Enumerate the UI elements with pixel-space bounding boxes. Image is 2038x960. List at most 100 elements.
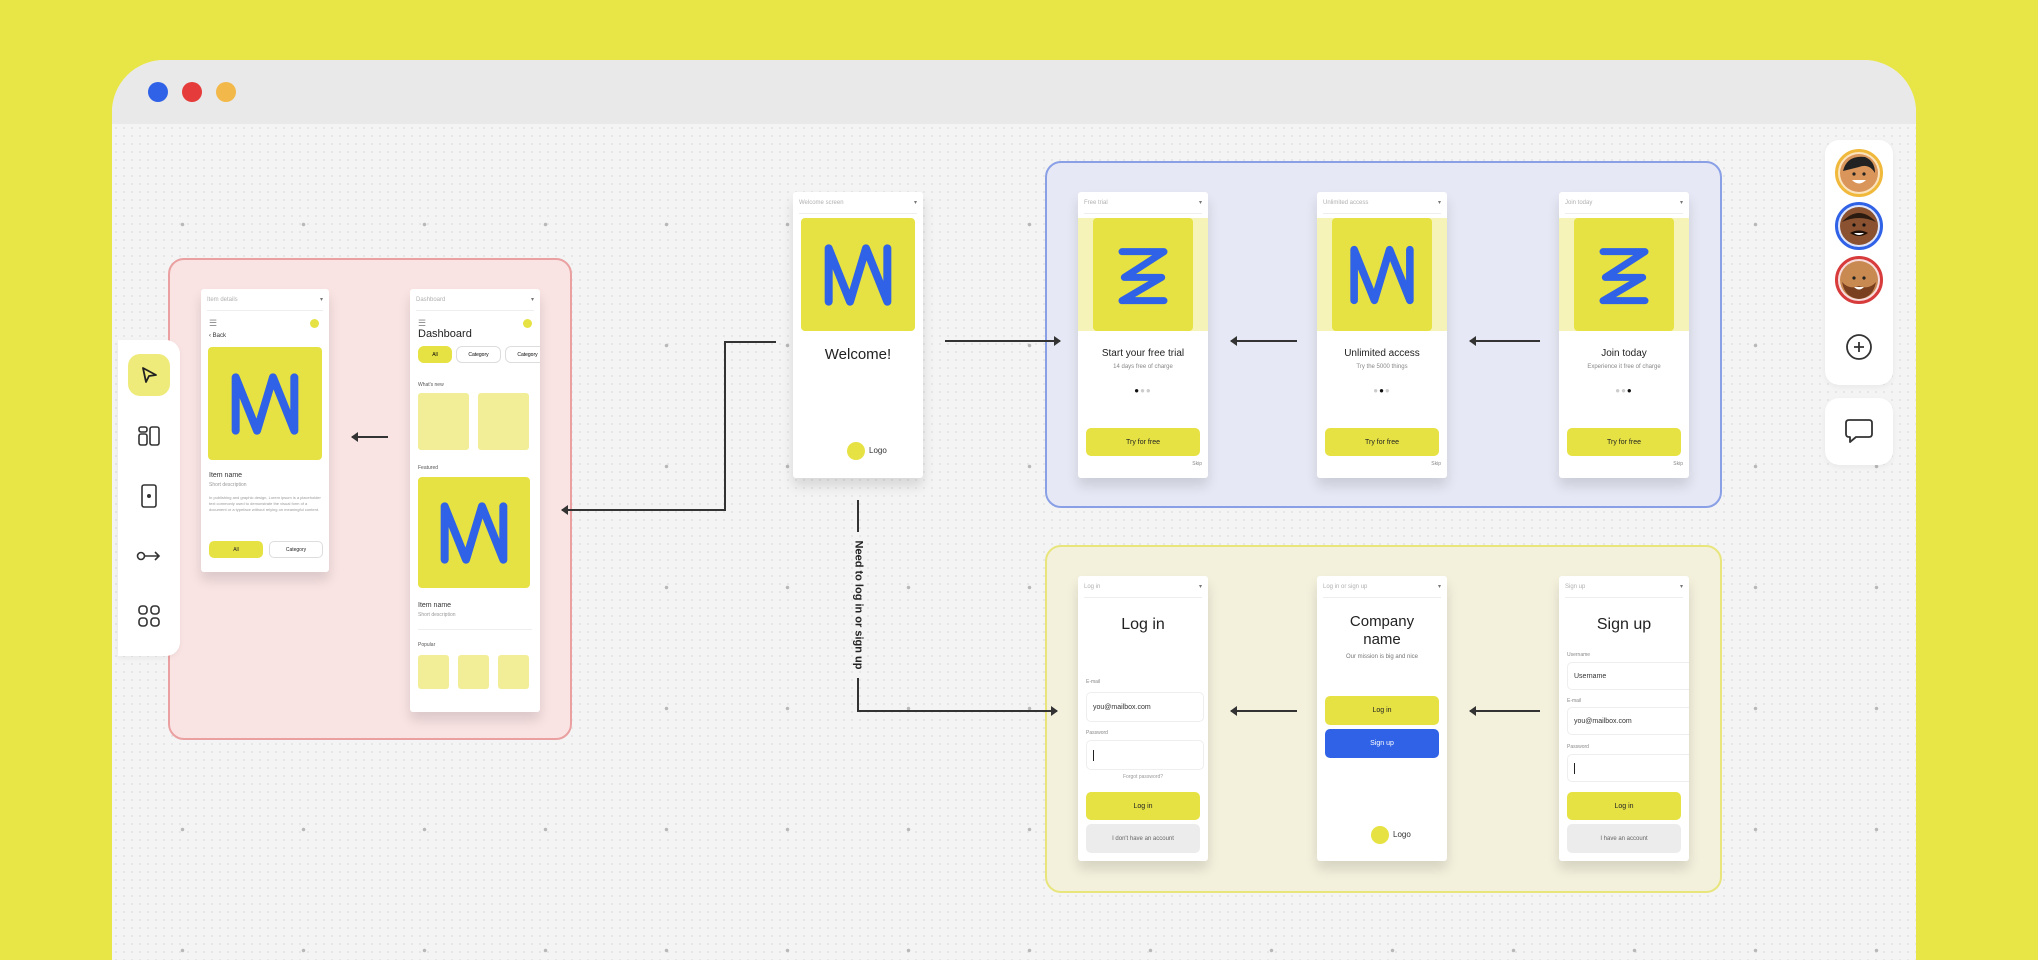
chevron-down-icon: ▾	[319, 297, 323, 303]
item-name: Item name	[418, 602, 452, 609]
whats-new-heading: What's new	[418, 382, 444, 388]
screen-header: Sign up	[1565, 583, 1586, 590]
popular-heading: Popular	[418, 642, 436, 648]
chevron-down-icon: ▾	[1198, 200, 1202, 206]
logo-nn-icon	[225, 364, 305, 444]
try-for-free-button[interactable]: Try for free	[1086, 428, 1200, 456]
layout-tool[interactable]	[128, 415, 170, 457]
screen-welcome[interactable]: Welcome screen▾ Welcome! Logo	[793, 192, 923, 478]
screen-tool[interactable]	[128, 475, 170, 517]
signup-title: Sign up	[1596, 616, 1652, 633]
chevron-down-icon: ▾	[530, 297, 534, 303]
onboarding-image	[1093, 218, 1193, 331]
arrow-signup-to-company	[1469, 706, 1540, 716]
screen-onboarding-3[interactable]: Join today▾ Join today Experience it fre…	[1559, 192, 1689, 478]
username-field[interactable]: Username	[1567, 662, 1689, 690]
email-field[interactable]: you@mailbox.com	[1086, 692, 1204, 722]
featured-image[interactable]	[418, 477, 530, 588]
comment-button[interactable]	[1825, 398, 1893, 465]
window-dot-blue[interactable]	[148, 82, 168, 102]
skip-link[interactable]: Skip	[1673, 461, 1683, 467]
new-item-tile[interactable]	[418, 393, 469, 450]
popular-tile[interactable]	[418, 655, 449, 689]
avatar-user-2[interactable]	[1835, 202, 1883, 250]
pagination-dots[interactable]: ●●●	[1373, 386, 1391, 395]
screen-header: Welcome screen	[799, 199, 844, 206]
back-link[interactable]: ‹ Back	[209, 333, 227, 339]
chip-category[interactable]: Category	[456, 346, 501, 363]
screen-header: Join today	[1565, 199, 1593, 206]
skip-link[interactable]: Skip	[1192, 461, 1202, 467]
login-button[interactable]: Log in	[1325, 696, 1439, 725]
onboarding-image	[1574, 218, 1674, 331]
screen-signup[interactable]: Sign up▾ Sign up Username Username E-mai…	[1559, 576, 1689, 861]
screen-onboarding-2[interactable]: Unlimited access▾ Unlimited access Try t…	[1317, 192, 1447, 478]
connector-line	[857, 678, 859, 712]
logo-text: Logo	[1393, 830, 1411, 839]
menu-icon[interactable]: ☰	[209, 318, 218, 328]
cursor-tool[interactable]	[128, 354, 170, 396]
screen-item-detail[interactable]: Item details▾ ☰ ‹ Back Item name Short d…	[201, 289, 329, 572]
screen-dashboard[interactable]: Dashboard▾ ☰ Dashboard All Category Cate…	[410, 289, 540, 712]
popular-tile[interactable]	[458, 655, 489, 689]
chip-all[interactable]: All	[418, 346, 452, 363]
logo-nn-icon	[818, 235, 898, 315]
login-button[interactable]: Log in	[1086, 792, 1200, 820]
category-chips: All Category Category	[418, 346, 540, 363]
avatar-user-3[interactable]	[1835, 256, 1883, 304]
password-label: Password	[1086, 730, 1108, 736]
logo-text: Logo	[869, 446, 887, 455]
screen-login[interactable]: Log in▾ Log in E-mail you@mailbox.com Pa…	[1078, 576, 1208, 861]
window-dot-orange[interactable]	[216, 82, 236, 102]
components-tool[interactable]	[128, 595, 170, 637]
arrow-to-login	[857, 706, 1058, 716]
email-label: E-mail	[1086, 679, 1101, 685]
arrow-company-to-login	[1230, 706, 1297, 716]
pagination-dots[interactable]: ●●●	[1615, 386, 1633, 395]
popular-tile[interactable]	[498, 655, 529, 689]
chip-category[interactable]: Category	[505, 346, 540, 363]
screen-header: Log in or sign up	[1323, 583, 1368, 590]
plus-circle-icon	[1846, 334, 1872, 360]
title-bar	[112, 60, 1916, 124]
window-dot-red[interactable]	[182, 82, 202, 102]
have-account-button[interactable]: I have an account	[1567, 824, 1681, 853]
login-button[interactable]: Log in	[1567, 792, 1681, 820]
left-toolbar	[118, 340, 180, 656]
chevron-down-icon: ▾	[1198, 584, 1202, 590]
email-field[interactable]: you@mailbox.com	[1567, 707, 1689, 735]
chevron-down-icon: ▾	[1437, 200, 1441, 206]
connector-line	[724, 341, 776, 343]
password-field[interactable]	[1086, 740, 1204, 770]
skip-link[interactable]: Skip	[1431, 461, 1441, 467]
cursor-icon	[142, 367, 157, 383]
try-for-free-button[interactable]: Try for free	[1325, 428, 1439, 456]
signup-button[interactable]: Sign up	[1325, 729, 1439, 758]
forgot-password-link[interactable]: Forgot password?	[1122, 774, 1164, 780]
profile-dot[interactable]	[523, 319, 532, 328]
try-for-free-button[interactable]: Try for free	[1567, 428, 1681, 456]
profile-dot[interactable]	[310, 319, 319, 328]
onboarding-image	[1332, 218, 1432, 331]
no-account-button[interactable]: I don't have an account	[1086, 824, 1200, 853]
avatar-user-1[interactable]	[1835, 149, 1883, 197]
email-label: E-mail	[1567, 698, 1582, 704]
arrow-onboarding-2-to-1	[1230, 336, 1297, 346]
logo-nn-icon	[434, 493, 514, 573]
connector-tool[interactable]	[128, 535, 170, 577]
all-button[interactable]: All	[209, 541, 263, 558]
add-collaborator-button[interactable]	[1845, 333, 1873, 366]
pagination-dots[interactable]: ●●●	[1134, 386, 1152, 395]
arrow-welcome-to-onboarding	[945, 336, 1061, 346]
screen-login-or-signup[interactable]: Log in or sign up▾ Company name Our miss…	[1317, 576, 1447, 861]
item-description: Short description	[418, 612, 456, 618]
onboarding-title: Unlimited access	[1344, 348, 1420, 359]
screen-onboarding-1[interactable]: Free trial▾ Start your free trial 14 day…	[1078, 192, 1208, 478]
new-item-tile[interactable]	[478, 393, 529, 450]
menu-icon[interactable]: ☰	[418, 318, 427, 328]
password-label: Password	[1567, 744, 1589, 750]
onboarding-title: Join today	[1601, 348, 1647, 359]
category-button[interactable]: Category	[269, 541, 323, 558]
password-field[interactable]	[1567, 754, 1689, 782]
company-mission: Our mission is big and nice	[1345, 654, 1419, 660]
